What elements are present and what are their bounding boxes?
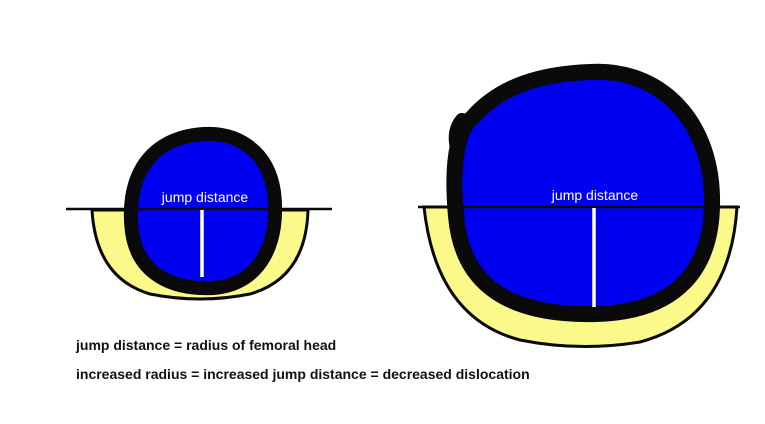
large-jump-distance-label: jump distance: [551, 187, 639, 203]
large-femoral-head: [446, 63, 721, 323]
small-hip-joint: jump distance: [66, 126, 332, 301]
large-hip-joint: jump distance: [418, 63, 740, 349]
caption-definition: jump distance = radius of femoral head: [76, 337, 337, 353]
small-jump-distance-label: jump distance: [161, 189, 249, 205]
caption-conclusion: increased radius = increased jump distan…: [76, 366, 530, 382]
large-head-outline-notch: [448, 113, 469, 159]
